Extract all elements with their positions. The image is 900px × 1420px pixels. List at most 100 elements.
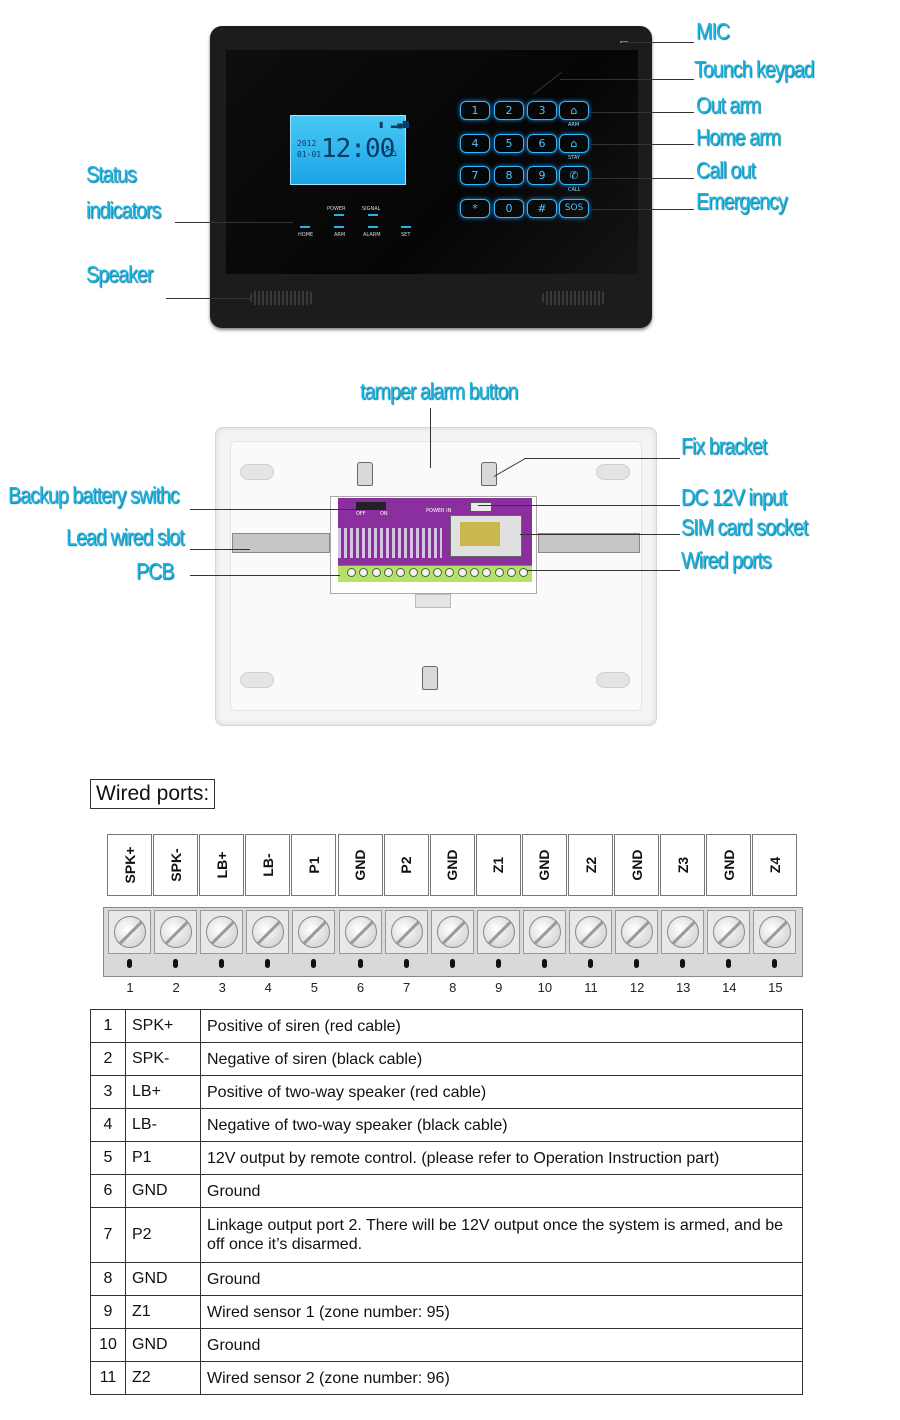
terminal-pin bbox=[357, 959, 363, 968]
alarm-led bbox=[368, 226, 378, 228]
key-2[interactable]: 2 bbox=[494, 101, 524, 120]
port-header-label: Z1 bbox=[490, 856, 507, 874]
row-port-code: P1 bbox=[125, 1141, 201, 1175]
leader-out-arm bbox=[590, 112, 694, 113]
screw-terminal bbox=[707, 910, 751, 954]
pcb-terminal-dot bbox=[494, 568, 504, 577]
screw-head-icon bbox=[436, 916, 469, 948]
key-1[interactable]: 1 bbox=[460, 101, 490, 120]
wired-ports-title: Wired ports: bbox=[90, 779, 216, 809]
key-9[interactable]: 9 bbox=[527, 166, 557, 185]
screw-terminal bbox=[200, 910, 244, 954]
signal-icon: ▂▄▆ bbox=[391, 119, 409, 128]
screw-terminal bbox=[154, 910, 198, 954]
port-header-cell: P2 bbox=[383, 834, 429, 896]
port-header-label: P2 bbox=[398, 856, 415, 874]
lead-wired-slot-right bbox=[538, 533, 640, 553]
port-header-cell: LB+ bbox=[199, 834, 245, 896]
row-port-code: SPK+ bbox=[125, 1009, 201, 1043]
port-header-cell: GND bbox=[337, 834, 383, 896]
terminal-pin bbox=[449, 959, 455, 968]
key-0[interactable]: 0 bbox=[494, 199, 524, 218]
key-star[interactable]: * bbox=[460, 199, 490, 218]
key-7[interactable]: 7 bbox=[460, 166, 490, 185]
key-hash[interactable]: # bbox=[527, 199, 557, 218]
pcb-terminal-dot bbox=[433, 568, 443, 577]
callout-out-arm: Out arm bbox=[696, 92, 761, 118]
terminal-pin bbox=[726, 959, 732, 968]
row-number: 2 bbox=[90, 1042, 126, 1076]
leader-tamper bbox=[430, 408, 431, 468]
port-number: 8 bbox=[449, 980, 457, 995]
port-header-label: GND bbox=[628, 849, 645, 881]
pcb-terminal-dot bbox=[506, 568, 516, 577]
leader-status bbox=[175, 222, 293, 223]
port-header-label: GND bbox=[352, 849, 368, 881]
pcb-terminal-dot bbox=[383, 568, 393, 577]
terminal-pin bbox=[495, 959, 501, 968]
key-5[interactable]: 5 bbox=[494, 134, 524, 153]
row-number: 6 bbox=[90, 1174, 126, 1208]
key-3[interactable]: 3 bbox=[527, 101, 557, 120]
pcb-terminal-dot bbox=[371, 568, 381, 577]
port-header-label: SPK+ bbox=[121, 846, 138, 884]
row-port-code: LB+ bbox=[125, 1075, 201, 1109]
port-header-cell: SPK+ bbox=[107, 834, 152, 896]
leader-lead-wired-slot bbox=[190, 549, 250, 550]
key-caption-stay: STAY bbox=[568, 155, 580, 161]
port-header-cell: Z4 bbox=[752, 834, 798, 896]
screw-head-icon bbox=[621, 916, 654, 948]
key-6[interactable]: 6 bbox=[527, 134, 557, 153]
screw-head-icon bbox=[482, 916, 515, 948]
terminal-pin bbox=[634, 959, 640, 968]
power-led bbox=[334, 214, 344, 216]
pcb-terminal-dot bbox=[359, 568, 369, 577]
callout-fix-bracket: Fix bracket bbox=[681, 433, 767, 459]
leader-pcb bbox=[190, 575, 340, 576]
row-port-code: LB- bbox=[125, 1108, 201, 1142]
row-description: Wired sensor 2 (zone number: 96) bbox=[200, 1361, 803, 1395]
pcb-terminal-dot bbox=[457, 568, 467, 577]
home-led bbox=[300, 226, 310, 228]
row-number: 11 bbox=[90, 1361, 126, 1395]
callout-tamper: tamper alarm button bbox=[360, 378, 518, 404]
backup-battery-switch bbox=[356, 502, 386, 510]
callout-sim-socket: SIM card socket bbox=[681, 514, 808, 540]
switch-on-label: ON bbox=[380, 511, 388, 517]
screw-head-icon bbox=[667, 916, 700, 948]
callout-status-1: Status bbox=[86, 161, 137, 187]
screw-head-icon bbox=[759, 916, 792, 948]
port-header-cell: P1 bbox=[291, 834, 337, 896]
key-home-arm[interactable]: ⌂ bbox=[559, 134, 589, 153]
port-number: 6 bbox=[356, 980, 365, 995]
callout-call-out: Call out bbox=[696, 157, 756, 183]
screw-terminal bbox=[615, 910, 659, 954]
screw-terminal bbox=[661, 910, 705, 954]
lead-wired-slot-left bbox=[232, 533, 330, 553]
leader-wired-ports bbox=[520, 570, 680, 571]
row-description: Ground bbox=[200, 1174, 803, 1208]
key-4[interactable]: 4 bbox=[460, 134, 490, 153]
key-out-arm[interactable]: ⌂ bbox=[559, 101, 589, 120]
lcd-display: 2012 01-01 12:00 ▮ ▂▄▆ ⌓ bbox=[290, 115, 409, 185]
callout-lead-wired-slot: Lead wired slot bbox=[66, 524, 185, 550]
leader-speaker bbox=[166, 298, 250, 299]
pin-header bbox=[338, 528, 442, 558]
port-number: 9 bbox=[495, 980, 503, 995]
key-call-out[interactable]: ✆ bbox=[559, 166, 589, 185]
terminal-pin bbox=[680, 959, 686, 968]
port-header-cell: LB- bbox=[245, 834, 291, 896]
foot-bottom-right bbox=[596, 672, 630, 688]
key-sos[interactable]: SOS bbox=[559, 199, 589, 218]
tamper-button bbox=[415, 594, 451, 608]
signal-led bbox=[368, 214, 378, 216]
port-number: 11 bbox=[584, 980, 598, 995]
row-description: Ground bbox=[200, 1328, 803, 1362]
key-8[interactable]: 8 bbox=[494, 166, 524, 185]
